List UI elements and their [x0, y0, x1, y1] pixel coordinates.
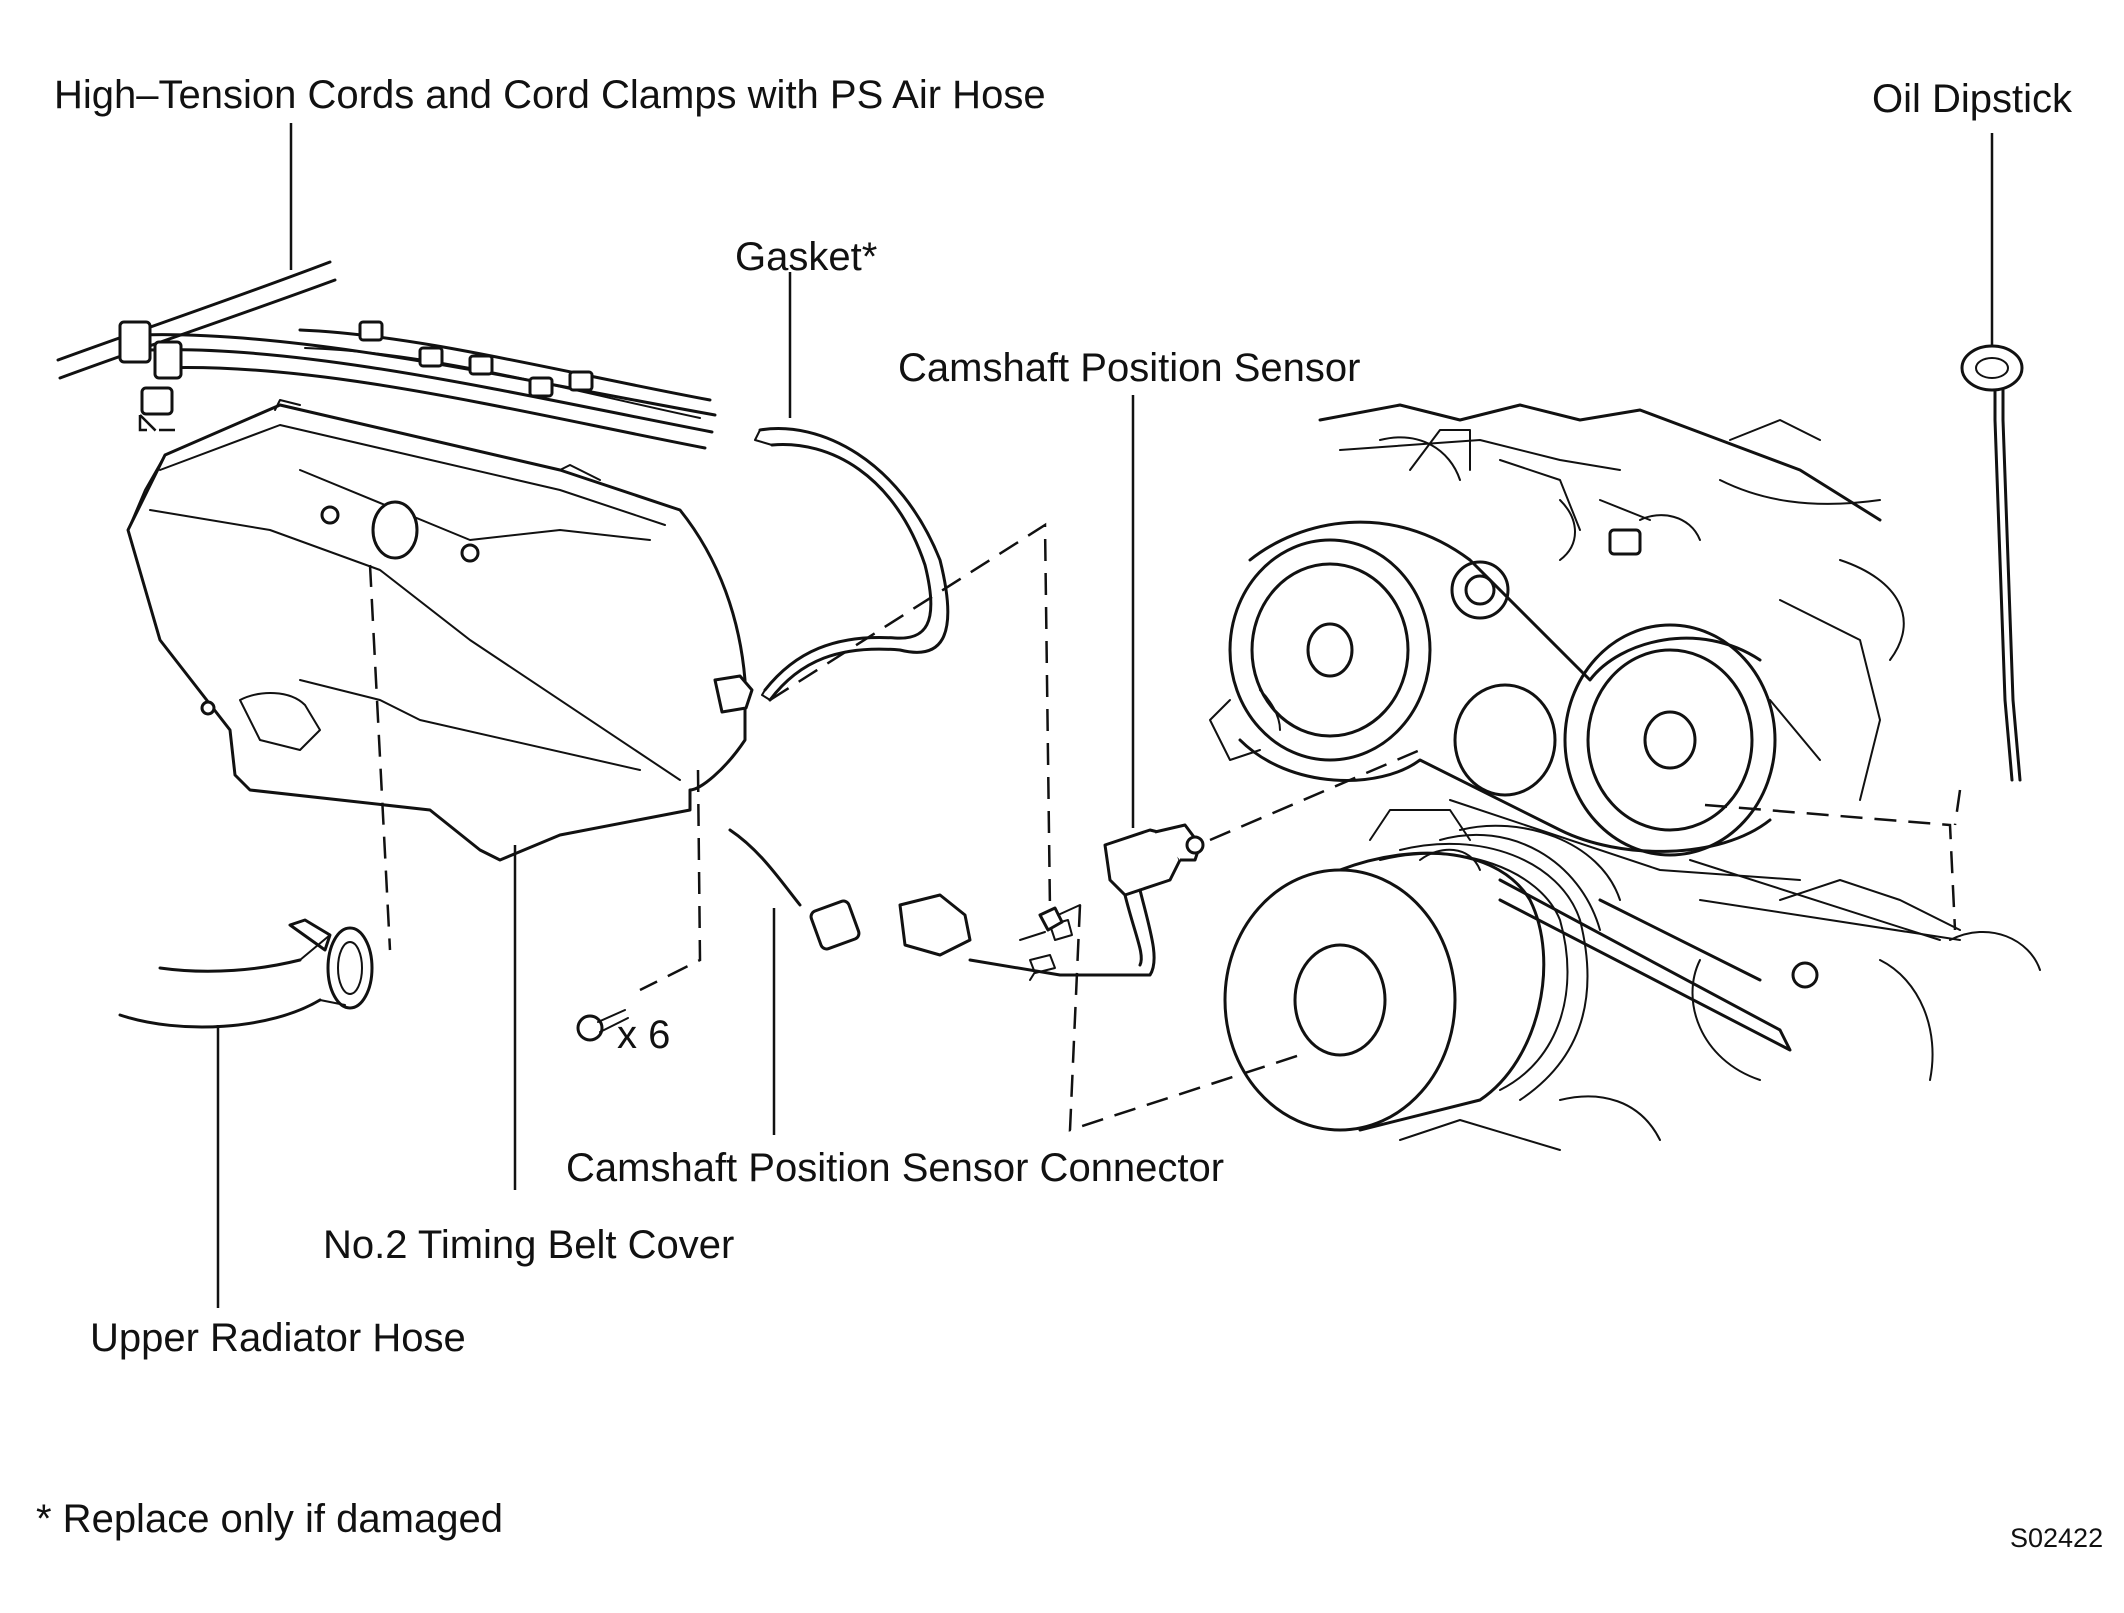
- gasket-drawing: [754, 427, 950, 702]
- high-tension-cords-drawing: [56, 260, 717, 450]
- engine-drawing: [1209, 403, 2041, 1151]
- figure-code: S02422: [2010, 1523, 2104, 1553]
- camshaft-sensor-drawing: [728, 823, 1205, 981]
- label-upper-radiator-hose: Upper Radiator Hose: [90, 1316, 466, 1360]
- timing-belt-cover-drawing: [126, 399, 754, 862]
- leader-lines: [216, 123, 1994, 1308]
- label-no2-timing-belt-cover: No.2 Timing Belt Cover: [323, 1223, 735, 1267]
- label-gasket: Gasket*: [735, 235, 878, 279]
- label-camshaft-position-sensor: Camshaft Position Sensor: [898, 346, 1361, 390]
- label-high-tension-cords: High–Tension Cords and Cord Clamps with …: [54, 73, 1046, 117]
- assembly-guide-lines: [139, 414, 1962, 1132]
- label-bolt-count: x 6: [617, 1013, 671, 1057]
- bolt-drawing: [576, 904, 1081, 1042]
- footnote: * Replace only if damaged: [36, 1497, 503, 1541]
- radiator-hose-drawing: [118, 918, 374, 1029]
- label-oil-dipstick: Oil Dipstick: [1872, 77, 2073, 121]
- oil-dipstick-drawing: [1960, 344, 2024, 782]
- label-camshaft-position-sensor-connector: Camshaft Position Sensor Connector: [566, 1146, 1225, 1190]
